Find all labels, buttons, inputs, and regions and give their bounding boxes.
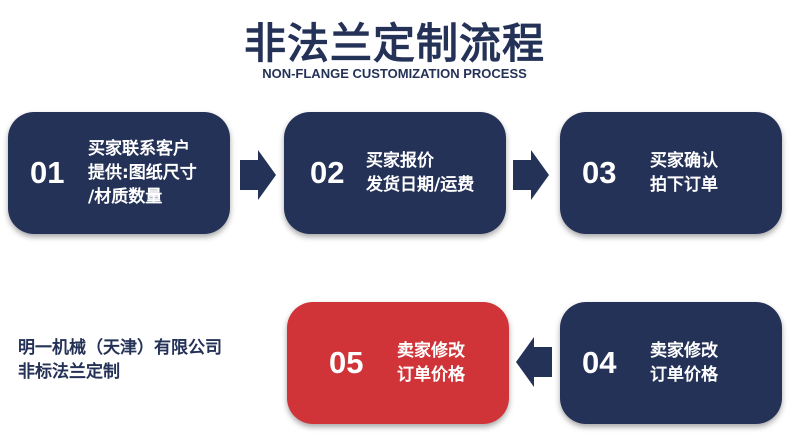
step-description: 卖家修改 订单价格	[397, 302, 465, 424]
step-line: 卖家修改	[397, 341, 465, 361]
step-card-05: 05 卖家修改 订单价格	[287, 302, 509, 424]
step-card-01: 01 买家联系客户 提供:图纸尺寸 /材质数量	[8, 112, 230, 234]
step-line: 买家联系客户	[88, 139, 190, 159]
step-number: 03	[582, 155, 617, 190]
step-line: 发货日期/运费	[366, 175, 475, 195]
step-line: 买家确认	[650, 151, 718, 171]
step-number: 04	[582, 345, 617, 380]
step-description: 买家确认 拍下订单	[650, 112, 718, 234]
step-line: 拍下订单	[650, 175, 718, 195]
right-arrow-icon	[240, 150, 276, 200]
step-number: 02	[310, 155, 345, 190]
step-description: 卖家修改 订单价格	[650, 302, 718, 424]
step-line: 卖家修改	[650, 341, 718, 361]
step-card-03: 03 买家确认 拍下订单	[560, 112, 782, 234]
step-card-02: 02 买家报价 发货日期/运费	[284, 112, 506, 234]
company-info: 明一机械（天津）有限公司 非标法兰定制	[18, 336, 222, 384]
step-number: 05	[329, 345, 364, 380]
step-description: 买家报价 发货日期/运费	[366, 112, 474, 234]
left-arrow-icon	[516, 337, 552, 387]
step-card-04: 04 卖家修改 订单价格	[560, 302, 782, 424]
step-line: 买家报价	[366, 151, 434, 171]
step-line: 提供:图纸尺寸	[88, 163, 197, 183]
step-description: 买家联系客户 提供:图纸尺寸 /材质数量	[88, 112, 197, 234]
company-service: 非标法兰定制	[18, 362, 120, 382]
right-arrow-icon	[513, 150, 549, 200]
page-subtitle: NON-FLANGE CUSTOMIZATION PROCESS	[262, 66, 527, 81]
step-line: /材质数量	[88, 187, 163, 207]
step-number: 01	[30, 155, 65, 190]
page-title: 非法兰定制流程	[243, 19, 545, 68]
company-name: 明一机械（天津）有限公司	[18, 338, 222, 358]
step-line: 订单价格	[650, 365, 718, 385]
step-line: 订单价格	[397, 365, 465, 385]
